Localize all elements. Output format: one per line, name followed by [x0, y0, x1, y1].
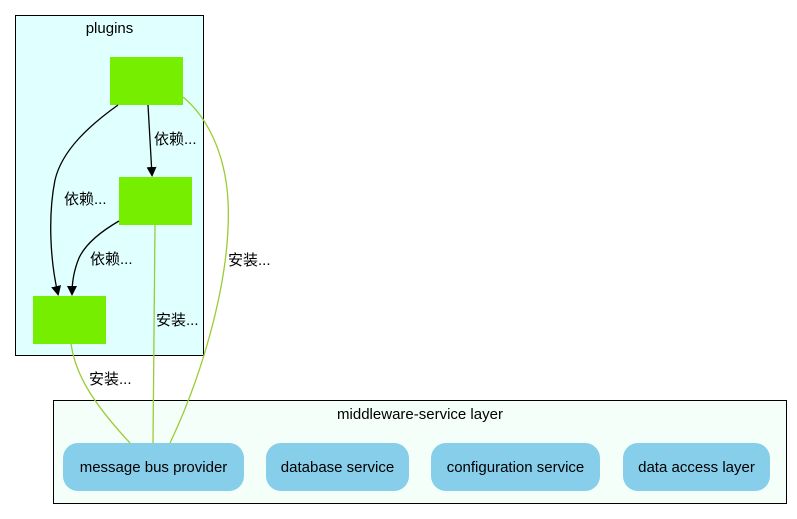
- layer-cluster-title: middleware-service layer: [337, 406, 503, 423]
- plugin-node-top[interactable]: [110, 57, 183, 105]
- install-edge-middle-to-bus: [152, 224, 156, 444]
- depends-edge-top-to-middle: [146, 104, 157, 177]
- configuration-service-node[interactable]: configuration service: [431, 443, 600, 491]
- data-access-layer-node[interactable]: data access layer: [623, 443, 770, 491]
- depends-label-top-to-middle: 依赖...: [154, 131, 197, 148]
- plugin-node-middle[interactable]: [119, 177, 192, 225]
- install-label-middle-to-bus: 安装...: [156, 312, 199, 329]
- install-label-top-to-bus: 安装...: [228, 252, 271, 269]
- depends-label-top-to-bottom: 依赖...: [64, 191, 107, 208]
- plugin-node-bottom[interactable]: [33, 296, 106, 344]
- message-bus-provider-node[interactable]: message bus provider: [63, 443, 244, 491]
- depends-edge-top-to-bottom: [50, 104, 119, 296]
- install-label-bottom-to-bus: 安装...: [89, 371, 132, 388]
- plugins-cluster-title: plugins: [85, 20, 134, 37]
- install-edge-top-to-bus: [169, 96, 229, 444]
- depends-edge-middle-to-bottom: [67, 220, 120, 296]
- database-service-node[interactable]: database service: [266, 443, 409, 491]
- depends-label-middle-to-bottom: 依赖...: [90, 251, 133, 268]
- install-edge-bottom-to-bus: [70, 343, 131, 444]
